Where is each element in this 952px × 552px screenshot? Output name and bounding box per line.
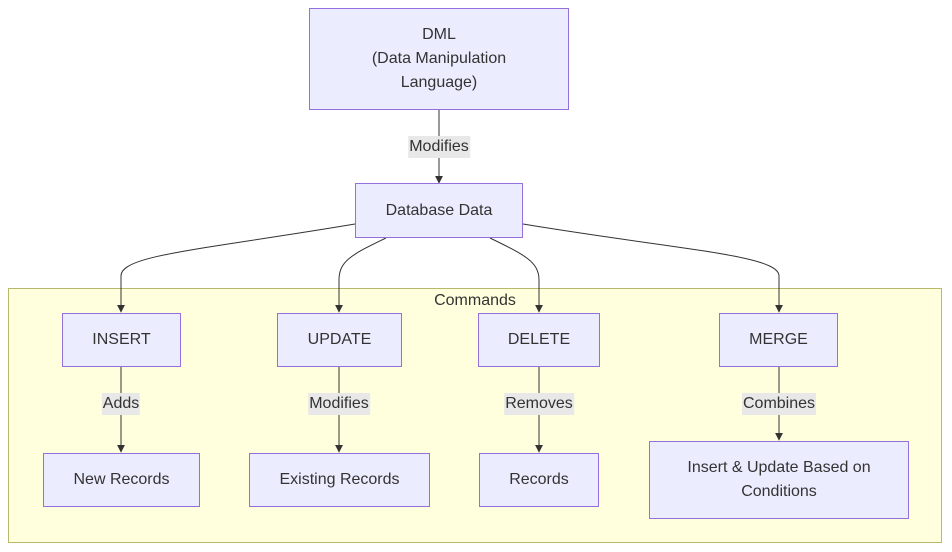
cluster-label: Commands <box>434 292 516 309</box>
edge-label-insert-new: Adds <box>101 393 141 415</box>
node-records: Records <box>479 453 599 507</box>
edge-db-update <box>335 237 387 313</box>
node-dml-line3: Language) <box>400 74 478 91</box>
edge-label-update-existing: Modifies <box>308 393 370 415</box>
node-merge-result: Insert & Update Based on Conditions <box>649 441 909 519</box>
node-update-label: UPDATE <box>307 331 372 348</box>
node-update: UPDATE <box>277 313 402 367</box>
node-new-records: New Records <box>43 453 200 507</box>
node-dml-line2: (Data Manipulation <box>371 50 507 67</box>
node-dml-line1: DML <box>422 26 456 43</box>
node-existing-records: Existing Records <box>249 453 430 507</box>
edge-db-insert <box>117 223 356 313</box>
edge-db-merge <box>522 223 783 313</box>
node-delete: DELETE <box>478 313 600 367</box>
node-merge: MERGE <box>719 313 838 367</box>
node-insert: INSERT <box>62 313 181 367</box>
node-records-label: Records <box>509 471 569 488</box>
node-database-data: Database Data <box>355 183 523 238</box>
edge-label-merge-result: Combines <box>741 393 817 415</box>
node-insert-label: INSERT <box>92 331 151 348</box>
node-dml: DML (Data Manipulation Language) <box>309 8 569 110</box>
node-merge-result-line1: Insert & Update Based on <box>687 459 871 476</box>
edge-label-dml-db: Modifies <box>408 136 470 158</box>
node-merge-label: MERGE <box>749 331 808 348</box>
edge-db-delete <box>489 237 543 313</box>
node-existing-records-label: Existing Records <box>279 471 400 488</box>
node-database-data-label: Database Data <box>385 201 493 219</box>
node-merge-result-line2: Conditions <box>741 483 817 500</box>
node-new-records-label: New Records <box>73 471 170 488</box>
node-delete-label: DELETE <box>507 331 571 348</box>
edge-label-delete-records: Removes <box>504 393 574 415</box>
